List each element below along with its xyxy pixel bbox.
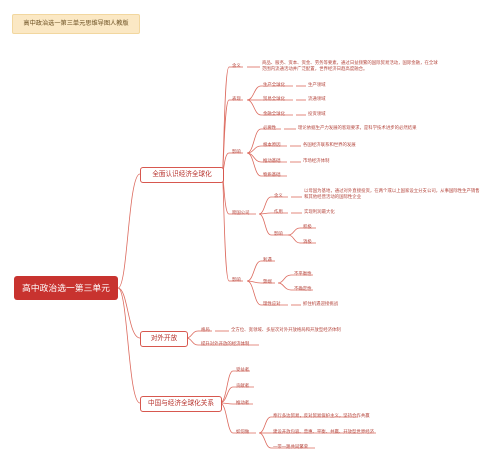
effect-response-value: 抓住机遇迎接挑战 (303, 301, 339, 306)
root-node[interactable]: 高中政治选一第三单元 (14, 276, 118, 300)
harm-item: 不确定性 (294, 286, 312, 291)
branch-china-globalization[interactable]: 中国与经济全球化关系 (140, 396, 222, 412)
practice-item: 建设开放包容、普惠、平衡、共赢、开放型世界经济 (273, 429, 374, 434)
mnc-impact-label[interactable]: 影响 (274, 231, 283, 236)
harm-item: 不平衡性 (294, 271, 312, 276)
practice-item: 奉行多边贸易，反对贸易保护主义，坚持合作共赢 (273, 413, 370, 418)
node-forms[interactable]: 表现 (232, 96, 241, 101)
impact-label[interactable]: 物质基础 (263, 172, 281, 177)
meaning-text: 商品、服务、资本、资金、劳务等要素，通过日益频繁的国际贸易活动，国际金融，在全球… (262, 60, 438, 71)
opening-label[interactable]: 格局 (201, 327, 210, 332)
node-meaning[interactable]: 含义 (232, 63, 241, 68)
mnc-impact-item: 积极 (303, 224, 312, 229)
mnc-meaning-label[interactable]: 含义 (274, 193, 283, 198)
form-label[interactable]: 金融全球化 (263, 111, 285, 116)
node-mnc[interactable]: 跨国公司 (232, 210, 250, 215)
impact-label[interactable]: 根本原因 (263, 142, 281, 147)
impact-value: 市场经济体制 (303, 158, 330, 163)
effect-response-label[interactable]: 理性应对 (263, 301, 281, 306)
impact-value: 理论依据生产力发展的客观要求，是科学技术进步的必然结果 (298, 125, 417, 130)
node-effect[interactable]: 影响 (232, 277, 241, 282)
form-label[interactable]: 贸易全球化 (263, 96, 285, 101)
china-role[interactable]: 贡献者 (236, 383, 250, 388)
effect-benefit[interactable]: 利遇 (263, 257, 272, 262)
node-impact[interactable]: 影响 (232, 149, 241, 154)
form-value: 流通领域 (308, 96, 326, 101)
practice-label[interactable]: 如何做 (236, 429, 250, 434)
china-role[interactable]: 受益者 (236, 367, 250, 372)
mnc-meaning-text: 以母国为基地，通过对外直接投资，在两个或以上国家设立分支公司，从事国际性生产销售… (304, 188, 480, 199)
mnc-role-label[interactable]: 作用 (274, 209, 283, 214)
mnc-role-value: 实现利润最大化 (304, 209, 335, 214)
impact-label[interactable]: 推动基础 (263, 158, 281, 163)
mnc-impact-item: 消极 (303, 239, 312, 244)
opening-value: 全方位、宽领域、多层次对外开放格局和开放型经济体制 (231, 327, 341, 332)
form-label[interactable]: 生产全球化 (263, 82, 285, 87)
branch-economic-globalization[interactable]: 全面认识经济全球化 (140, 167, 224, 183)
effect-harm-label[interactable]: 弊端 (263, 279, 272, 284)
china-role[interactable]: 推动者 (236, 400, 250, 405)
impact-value: 各国经济联系和世界的发展 (303, 142, 356, 147)
form-value: 投资领域 (308, 111, 326, 116)
form-value: 生产领域 (308, 82, 326, 87)
title-banner: 高中政治选一第三单元思维导图人教版 (12, 14, 140, 34)
impact-label[interactable]: 必要性 (263, 125, 277, 130)
practice-item: 一带一路共同繁荣 (273, 444, 309, 449)
opening-label[interactable]: 提升对外开放的经济体制 (201, 341, 250, 346)
branch-opening-up[interactable]: 对外开放 (140, 331, 188, 347)
